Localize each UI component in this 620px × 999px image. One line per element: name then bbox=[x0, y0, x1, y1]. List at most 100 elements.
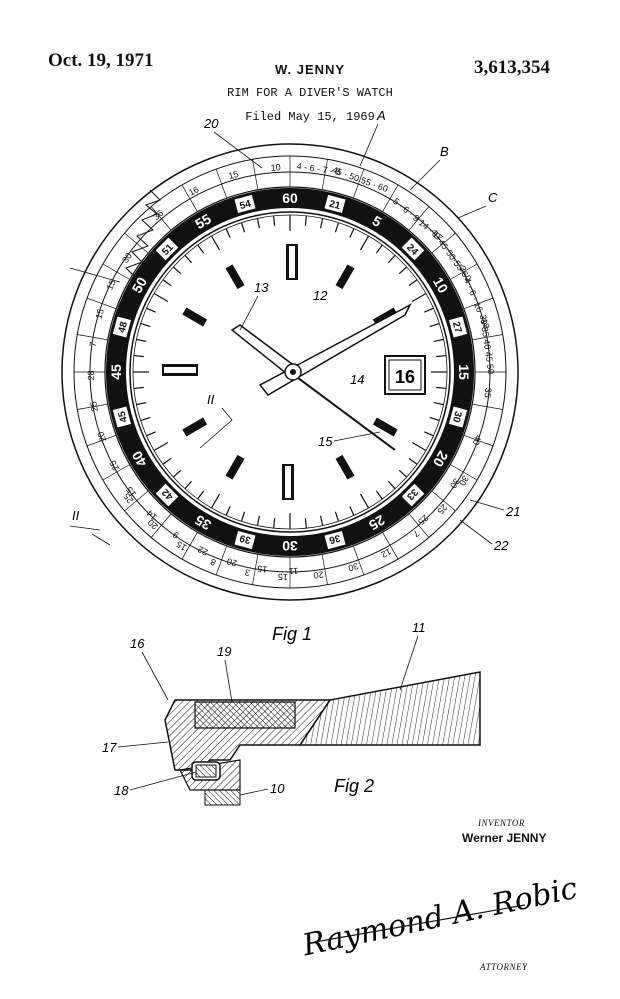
ring-scale-label: 30 35 40 45 50 bbox=[478, 314, 496, 375]
minute-tick bbox=[304, 215, 308, 226]
ring-scale-label: 45 · 50 55 · 60 bbox=[331, 165, 389, 194]
ring-scale-label: 20 bbox=[146, 517, 160, 531]
minute-tick bbox=[256, 218, 261, 229]
ring-division bbox=[352, 168, 365, 199]
ring-division bbox=[86, 297, 117, 310]
ring-division bbox=[352, 545, 365, 576]
ring-scale-label: 30 bbox=[120, 251, 134, 265]
ring-division bbox=[215, 545, 228, 576]
date-window-value: 16 bbox=[395, 367, 415, 387]
ring-scale-label: 10 bbox=[270, 162, 281, 173]
ring-scale-label: 36 bbox=[151, 208, 165, 222]
ring-scale-label: 9 bbox=[171, 529, 181, 540]
ref-12: 12 bbox=[313, 288, 328, 303]
ref-A: A bbox=[376, 108, 386, 123]
minute-tick bbox=[436, 354, 447, 358]
minute-tick bbox=[225, 506, 231, 516]
minute-tick bbox=[240, 222, 246, 233]
ring-division bbox=[472, 334, 503, 341]
ring-scale-label: 16 bbox=[187, 184, 201, 198]
ring-division bbox=[181, 532, 198, 560]
minute-tick bbox=[411, 292, 427, 303]
ring-division bbox=[150, 206, 172, 231]
minute-tick bbox=[408, 457, 418, 465]
bezel-numeral: 55 bbox=[192, 210, 214, 232]
ring-division bbox=[431, 232, 456, 254]
ring-division bbox=[215, 168, 228, 199]
date-window bbox=[384, 355, 426, 395]
ring-division bbox=[382, 184, 399, 212]
inventor-name: Werner JENNY bbox=[462, 831, 547, 845]
bezel-small-numeral: 45 bbox=[117, 409, 131, 423]
minute-tick bbox=[375, 244, 383, 254]
ring-scale-label: 14 bbox=[145, 508, 159, 522]
ring-scale-label: 30 bbox=[347, 561, 360, 574]
minute-tick bbox=[240, 511, 246, 522]
ring-division bbox=[321, 159, 328, 190]
ring-scale-label: 20 bbox=[95, 430, 108, 443]
patent-number: 3,613,354 bbox=[474, 57, 550, 78]
minute-tick bbox=[429, 322, 440, 328]
ring-scale-label: 25 bbox=[121, 491, 135, 505]
minute-tick bbox=[398, 266, 408, 275]
ring-scale-label: 20 bbox=[313, 569, 324, 580]
bezel-small-numeral: 27 bbox=[450, 321, 464, 335]
minute-tick bbox=[398, 469, 408, 478]
ref-II-b: II bbox=[72, 508, 80, 523]
ring-scale-label: 40 bbox=[471, 434, 484, 447]
ring-scale-label: 15 bbox=[124, 485, 138, 499]
bezel-small-numeral: 39 bbox=[238, 532, 252, 546]
bezel-small-numeral: 36 bbox=[327, 532, 341, 546]
bezel-numeral: 25 bbox=[366, 512, 388, 534]
minute-tick bbox=[349, 506, 355, 516]
bezel-numeral: 20 bbox=[430, 448, 452, 470]
bezel-small-numeral: 21 bbox=[328, 199, 342, 213]
minute-tick bbox=[272, 518, 276, 529]
minute-tick bbox=[408, 279, 418, 287]
ring-scale-label: 20 bbox=[226, 556, 239, 568]
bezel-small-numeral: 54 bbox=[239, 199, 253, 213]
hour-marker bbox=[182, 417, 208, 437]
ring-division bbox=[450, 464, 478, 481]
ring-division bbox=[102, 464, 130, 481]
ring-scale-label: 28 bbox=[86, 370, 96, 380]
ring-scale-label: 7 bbox=[88, 341, 99, 347]
ring-scale-label: 11 bbox=[289, 566, 299, 576]
hour-marker bbox=[335, 264, 355, 290]
ring-division bbox=[408, 206, 430, 231]
minute-tick bbox=[225, 228, 231, 238]
ring-division bbox=[472, 403, 503, 410]
hour-marker bbox=[225, 454, 245, 480]
ref-15: 15 bbox=[318, 434, 333, 449]
minute-tick bbox=[146, 431, 156, 437]
ring-division bbox=[77, 403, 108, 410]
ring-division bbox=[321, 554, 328, 585]
fig2-ref-19: 19 bbox=[217, 644, 231, 659]
ref-13: 13 bbox=[254, 280, 269, 295]
ring-scale-label: 25 bbox=[108, 459, 122, 473]
hour-marker bbox=[335, 454, 355, 480]
ring-scale-label: 8 bbox=[209, 556, 217, 567]
minute-tick bbox=[153, 292, 169, 303]
ring-division bbox=[408, 513, 430, 538]
minute-tick bbox=[436, 386, 447, 390]
minute-tick bbox=[359, 235, 370, 251]
minute-ticks bbox=[133, 215, 447, 529]
bezel-ring bbox=[106, 188, 474, 556]
ring-scale-label: 30 bbox=[448, 476, 462, 490]
minute-tick bbox=[162, 457, 172, 465]
ring-division bbox=[86, 434, 117, 447]
fig2-ref-11: 11 bbox=[412, 620, 426, 635]
ring-division bbox=[181, 184, 198, 212]
ring-scale-label: 3 bbox=[244, 567, 251, 578]
minute-tick bbox=[411, 441, 427, 452]
minute-tick bbox=[334, 222, 340, 233]
bezel-numeral: 60 bbox=[282, 190, 298, 206]
minute-tick bbox=[319, 218, 324, 229]
filed-date: Filed May 15, 1969 bbox=[245, 110, 375, 124]
fig2-ref-16: 16 bbox=[130, 636, 145, 651]
ring-scale-label: 15 bbox=[93, 308, 105, 321]
ring-division bbox=[463, 297, 494, 310]
ref-B: B bbox=[440, 144, 449, 159]
ref-II-a: II bbox=[207, 392, 215, 407]
